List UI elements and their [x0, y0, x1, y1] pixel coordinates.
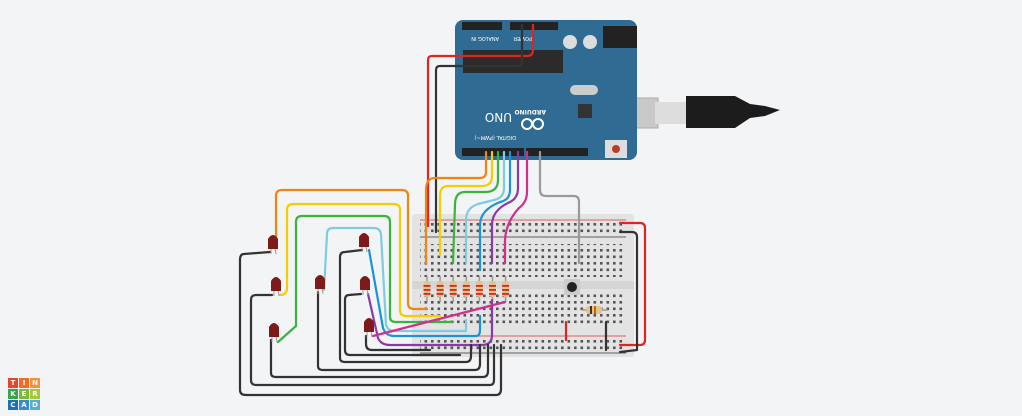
wire-rail-positive[interactable]: [618, 221, 647, 347]
resistor-7[interactable]: [502, 276, 510, 302]
logo-letter: E: [19, 389, 29, 399]
led-4[interactable]: [315, 275, 325, 295]
wire-pin8[interactable]: [503, 150, 529, 265]
wire-pin7[interactable]: [490, 150, 520, 265]
arduino-logo-icon: [521, 118, 544, 130]
wire-led5[interactable]: [367, 248, 482, 338]
center-channel: [412, 281, 634, 289]
wire-pin12[interactable]: [538, 150, 581, 265]
resistor-1[interactable]: [423, 276, 431, 302]
resistor-2[interactable]: [436, 276, 444, 302]
wire-led2-gnd[interactable]: [249, 293, 496, 387]
led-3[interactable]: [269, 323, 279, 343]
logo-letter: T: [8, 378, 18, 388]
wire-led3-gnd[interactable]: [269, 338, 490, 379]
logo-letter: D: [30, 400, 40, 410]
logo-letter: C: [8, 400, 18, 410]
wire-led7-gnd[interactable]: [364, 334, 432, 352]
wire-led3[interactable]: [276, 214, 455, 344]
capacitor-2: [583, 35, 597, 49]
wire-led4[interactable]: [322, 226, 468, 333]
wire-led2[interactable]: [278, 202, 442, 318]
resistor-6[interactable]: [489, 276, 496, 302]
wire-led4-gnd[interactable]: [316, 290, 482, 372]
logo-letter: I: [19, 378, 29, 388]
capacitor-1: [563, 35, 577, 49]
led-2[interactable]: [271, 277, 281, 297]
resistor-5[interactable]: [475, 276, 483, 302]
uno-label: UNO: [485, 110, 512, 124]
logo-letter: K: [8, 389, 18, 399]
wire-pin2[interactable]: [424, 150, 488, 265]
led-1[interactable]: [268, 235, 278, 255]
power-jack[interactable]: [603, 26, 637, 48]
led-6[interactable]: [360, 276, 370, 296]
analog-header[interactable]: [462, 22, 502, 30]
wire-led5-gnd[interactable]: [338, 248, 473, 364]
top-power-rail[interactable]: [420, 222, 626, 235]
wire-pin5[interactable]: [464, 150, 506, 265]
digital-header-high[interactable]: [526, 148, 588, 156]
pushbutton[interactable]: [564, 279, 580, 295]
arduino-label: ARDUINO: [515, 108, 546, 115]
logo-letter: R: [30, 389, 40, 399]
wire-rail-negative[interactable]: [618, 230, 639, 354]
wire-pin3[interactable]: [438, 150, 494, 257]
wire-led6-gnd[interactable]: [343, 292, 462, 357]
led-5[interactable]: [359, 233, 369, 253]
logo-letter: N: [30, 378, 40, 388]
usb-chip: [578, 104, 592, 118]
digital-label: DIGITAL (PWM~): [474, 134, 516, 140]
analog-label: ANALOG IN: [471, 35, 499, 41]
wire-led1-gnd[interactable]: [238, 250, 503, 397]
wire-pin4[interactable]: [451, 150, 500, 265]
resistor-3[interactable]: [449, 276, 457, 302]
wire-5v[interactable]: [426, 23, 535, 228]
resistor-pulldown[interactable]: [582, 306, 608, 314]
atmega-chip: [463, 50, 563, 73]
wire-led7[interactable]: [371, 300, 507, 338]
wire-gnd[interactable]: [434, 23, 524, 234]
crystal: [570, 85, 598, 95]
terminal-strip-top[interactable]: [420, 244, 626, 277]
reset-button-cap[interactable]: [612, 145, 620, 153]
wire-pin6[interactable]: [478, 150, 512, 272]
resistor-4[interactable]: [462, 276, 470, 302]
wire-led1[interactable]: [274, 188, 429, 311]
logo-letter: A: [19, 400, 29, 410]
wire-led6[interactable]: [366, 292, 494, 347]
led-7[interactable]: [364, 318, 374, 338]
arduino-uno-board[interactable]: ANALOG IN POWER UNO ARDUINO DIGITAL (PWM…: [455, 20, 637, 160]
